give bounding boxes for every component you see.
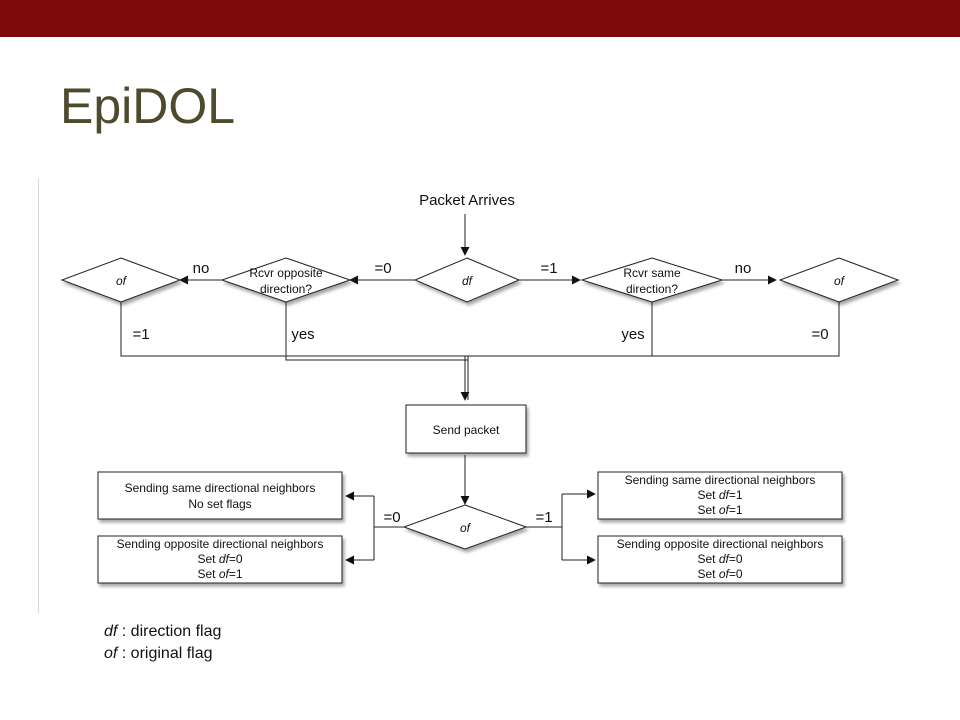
path-left-yes-down (285, 298, 468, 361)
box-tr-line2: Set df=1 (697, 488, 742, 502)
right-of-label: of (834, 274, 846, 288)
edge-df0-label: =0 (374, 260, 391, 277)
edge-left-yes-label: yes (291, 326, 314, 343)
edge-of1-label: =1 (535, 509, 552, 526)
box-bottom-right (597, 535, 843, 584)
legend-df-term: df (104, 623, 118, 640)
df-decision-label: df (462, 274, 474, 288)
legend-df-desc: : direction flag (117, 623, 222, 640)
legend-of-term: of (104, 645, 118, 662)
slide-title: EpiDOL (60, 78, 236, 134)
legend-of-desc: : original flag (117, 645, 213, 662)
box-top-right (597, 471, 843, 520)
box-bl-line3: Set of=1 (197, 567, 242, 581)
legend: df : direction flag of : original flag (104, 621, 221, 665)
left-of-decision (60, 257, 182, 303)
box-br-line2: Set df=0 (697, 552, 742, 566)
edge-left-of-label: =1 (132, 326, 149, 343)
right-of-decision (778, 257, 900, 303)
top-accent-bar (0, 0, 960, 37)
box-bottom-left (97, 535, 343, 584)
left-check-line1: Rcvr opposite (249, 266, 323, 280)
box-tl-line2: No set flags (188, 497, 251, 511)
edge-right-yes-label: yes (621, 326, 644, 343)
start-label: Packet Arrives (419, 192, 515, 209)
legend-of: of : original flag (104, 643, 221, 665)
path-left-of-down (120, 302, 468, 357)
df-decision (413, 257, 521, 303)
left-of-label: of (116, 274, 128, 288)
box-tl-line1: Sending same directional neighbors (125, 481, 316, 495)
box-br-line3: Set of=0 (697, 567, 742, 581)
box-top-left (97, 471, 343, 520)
left-check-decision (220, 257, 352, 303)
of-decision (402, 504, 528, 550)
box-bl-line1: Sending opposite directional neighbors (117, 537, 324, 551)
box-tr-line1: Sending same directional neighbors (625, 473, 816, 487)
legend-df: df : direction flag (104, 621, 221, 643)
edge-df1-label: =1 (540, 260, 557, 277)
right-check-line1: Rcvr same (623, 266, 681, 280)
send-packet-box (405, 404, 527, 454)
right-check-decision (580, 257, 724, 303)
edge-right-no-label: no (735, 260, 752, 277)
left-divider (38, 178, 39, 613)
path-right-of-down (468, 302, 840, 357)
box-br-line1: Sending opposite directional neighbors (617, 537, 824, 551)
right-check-line2: direction? (626, 282, 678, 296)
send-packet-label: Send packet (433, 423, 500, 437)
box-bl-line2: Set df=0 (197, 552, 242, 566)
box-tr-line3: Set of=1 (697, 503, 742, 517)
of-decision-label: of (460, 521, 472, 535)
edge-right-of-label: =0 (811, 326, 828, 343)
edge-of0-label: =0 (383, 509, 400, 526)
edge-left-no-label: no (193, 260, 210, 277)
left-check-line2: direction? (260, 282, 312, 296)
